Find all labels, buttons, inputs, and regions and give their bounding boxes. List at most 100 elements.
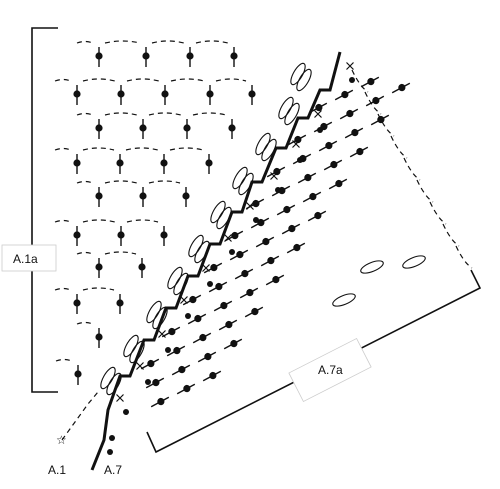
- puff-stitch: [290, 62, 306, 86]
- treble-stitch: [370, 114, 390, 126]
- treble-stitch: [328, 178, 348, 190]
- treble-stitch: [74, 365, 82, 385]
- chain-arc: [351, 69, 369, 93]
- chain-arc: [104, 180, 138, 184]
- treble-stitch: [150, 396, 170, 408]
- puff-stitch: [284, 102, 300, 126]
- puff-stitch: [123, 334, 139, 358]
- oval-stitch: [332, 293, 356, 307]
- treble-stitch: [239, 287, 259, 299]
- dot: [123, 409, 129, 415]
- treble-stitch: [160, 226, 168, 246]
- dot: [297, 157, 303, 163]
- treble-stitch: [186, 47, 194, 67]
- treble-stitch: [139, 187, 147, 207]
- treble-stitch: [271, 185, 291, 197]
- cross-stitch: [270, 172, 278, 180]
- dot: [275, 187, 281, 193]
- cross-stitch: [158, 330, 166, 338]
- treble-stitch: [334, 89, 354, 101]
- cross-stitch: [246, 202, 254, 210]
- puff-stitch: [210, 200, 226, 224]
- treble-stitch: [234, 268, 254, 280]
- chain-arc: [364, 91, 382, 115]
- chain-arc: [455, 245, 473, 269]
- treble-stitch: [323, 159, 343, 171]
- chain-arc: [82, 78, 116, 82]
- treble-stitch: [117, 226, 125, 246]
- a1a-label-box: [1, 244, 57, 272]
- puff-stitch: [167, 266, 183, 290]
- treble-stitch: [171, 364, 191, 376]
- dot: [107, 449, 113, 455]
- treble-stitch: [73, 154, 81, 174]
- chain-arc: [126, 78, 160, 82]
- treble-stitch: [208, 281, 228, 293]
- chain-arc: [76, 112, 94, 116]
- chain-arc: [403, 157, 421, 181]
- puff-stitch: [188, 234, 204, 258]
- treble-stitch: [344, 127, 364, 139]
- oval-stitch: [402, 255, 426, 269]
- treble-stitch: [197, 351, 217, 363]
- chain-arc: [54, 78, 72, 82]
- treble-stitch: [182, 187, 190, 207]
- a7-label: A.7: [104, 463, 122, 477]
- treble-stitch: [116, 154, 124, 174]
- oval-stitch: [360, 260, 384, 274]
- treble-stitch: [349, 146, 369, 158]
- treble-stitch: [230, 47, 238, 67]
- puff-stitch: [255, 132, 271, 156]
- treble-stitch: [139, 119, 147, 139]
- cross-stitch: [136, 362, 144, 370]
- treble-stitch: [302, 191, 322, 203]
- dot: [109, 435, 115, 441]
- chain-arc: [76, 251, 94, 255]
- chain-arc: [82, 219, 116, 223]
- chain-arc: [82, 147, 115, 151]
- chain-arc: [104, 40, 141, 44]
- a1-label: A.1: [48, 463, 66, 477]
- treble-stitch: [266, 166, 286, 178]
- treble-stitch: [213, 300, 233, 312]
- a7a-label: A.7a: [318, 363, 343, 377]
- treble-stitch: [313, 121, 333, 133]
- puff-stitch: [296, 68, 312, 92]
- treble-stitch: [166, 345, 186, 357]
- stitch-grid: ☆: [54, 40, 473, 471]
- chain-arc: [76, 180, 94, 184]
- chain-arc: [54, 287, 72, 291]
- chain-arc: [148, 112, 182, 116]
- chain-arc: [54, 219, 72, 223]
- treble-stitch: [142, 47, 150, 67]
- puff-stitch: [100, 366, 116, 390]
- cross-stitch: [314, 110, 322, 118]
- treble-stitch: [287, 134, 307, 146]
- treble-stitch: [202, 370, 222, 382]
- treble-stitch: [117, 85, 125, 105]
- treble-stitch: [95, 119, 103, 139]
- chain-arc: [82, 287, 115, 291]
- chain-arc: [76, 40, 94, 44]
- chain-arc: [104, 251, 137, 255]
- dot: [349, 77, 355, 83]
- treble-stitch: [160, 154, 168, 174]
- dot: [317, 127, 323, 133]
- chain-arc: [169, 147, 204, 151]
- treble-stitch: [183, 119, 191, 139]
- treble-stitch: [255, 236, 275, 248]
- treble-stitch: [223, 338, 243, 350]
- chain-arc: [126, 219, 159, 223]
- treble-stitch: [95, 258, 103, 278]
- treble-stitch: [228, 119, 236, 139]
- chain-arc: [170, 78, 205, 82]
- chain-arc: [125, 147, 159, 151]
- dot: [229, 249, 235, 255]
- dot: [253, 217, 259, 223]
- chain-arc: [442, 223, 460, 247]
- treble-stitch: [244, 306, 264, 318]
- treble-stitch: [265, 274, 285, 286]
- treble-stitch: [176, 383, 196, 395]
- treble-stitch: [161, 85, 169, 105]
- treble-stitch: [286, 242, 306, 254]
